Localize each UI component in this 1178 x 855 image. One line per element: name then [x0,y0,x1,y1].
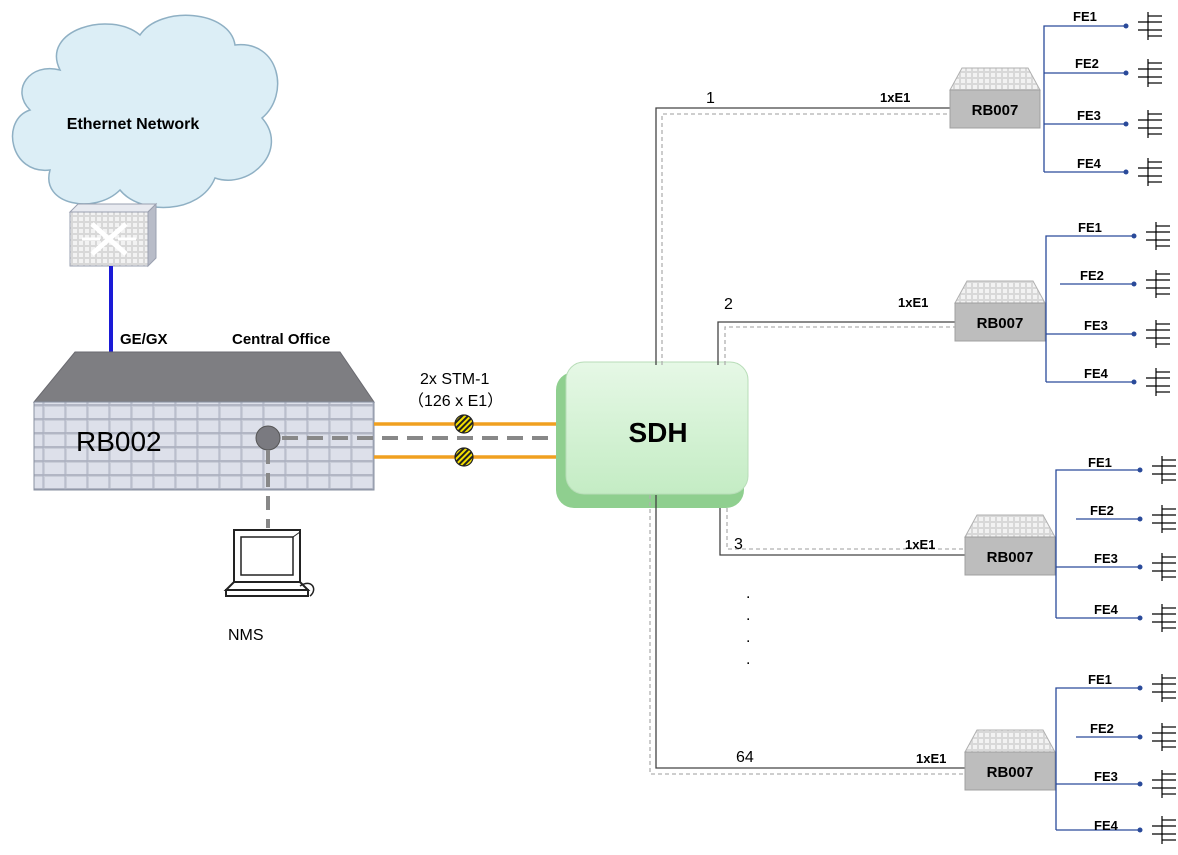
fe-terminal-icon [1137,456,1176,484]
fe-port-label: FE1 [1073,9,1097,24]
fe-terminal-icon [1131,320,1170,348]
fe-terminal-icon [1137,674,1176,702]
fe-terminal-icon [1123,12,1162,40]
rb007-label: RB007 [987,764,1034,781]
fe-port-label: FE2 [1090,721,1114,736]
fe-port-lines [1055,469,1140,619]
ellipsis-dot: . [746,651,750,668]
fe-port-label: FE3 [1084,318,1108,333]
fe-terminal-icon [1131,222,1170,250]
fe-port-label: FE4 [1094,818,1119,833]
ellipsis-dot: . [746,585,750,602]
fe-port-label: FE4 [1094,602,1119,617]
fe-port-label: FE1 [1078,220,1102,235]
fe-port-label: FE2 [1075,56,1099,71]
ethernet-switch-icon [68,202,158,268]
e1-label: 1xE1 [916,751,946,766]
fe-port-label: FE4 [1084,366,1109,381]
fe-port-label: FE1 [1088,672,1112,687]
cloud-label: Ethernet Network [67,116,200,133]
fe-terminal-icon [1137,604,1176,632]
fe-terminal-icon [1131,368,1170,396]
rb007-label: RB007 [977,315,1024,332]
ellipsis-dot: . [746,607,750,624]
fe-port-lines [1055,687,1140,831]
fe-terminal-icon [1137,553,1176,581]
fe-port-lines [1043,25,1126,173]
fe-port-label: FE3 [1077,108,1101,123]
fe-port-label: FE3 [1094,769,1118,784]
fe-terminal-icon [1137,723,1176,751]
link-index-label: 1 [706,90,715,107]
link-index-label: 2 [724,296,733,313]
fe-terminal-icon [1123,110,1162,138]
rb007-label: RB007 [987,549,1034,566]
stm-link-label-line1: 2x STM-1 [420,371,489,388]
sdh-node: SDH [556,361,749,508]
e1-links [649,107,965,775]
e1-label: 1xE1 [905,537,935,552]
central-office-label: Central Office [232,331,330,348]
fe-terminal-icon [1137,770,1176,798]
link-index-label: 3 [734,536,743,553]
fe-endpoints [1123,12,1176,844]
rb002-chassis: RB002 [32,351,375,491]
link-index-label: 64 [736,749,754,766]
fe-port-lines [1045,235,1134,383]
e1-label: 1xE1 [898,295,928,310]
stm-link-label-line2: （126 x E1） [408,392,503,410]
fe-port-label: FE3 [1094,551,1118,566]
fe-terminal-icon [1123,158,1162,186]
fe-terminal-icon [1137,816,1176,844]
fe-terminal-icon [1137,505,1176,533]
rb002-label: RB002 [76,426,162,457]
rb007-unit: RB007 [954,280,1046,342]
fiber-connector-icon [454,447,474,467]
nms-computer-icon [223,529,315,597]
fe-port-label: FE4 [1077,156,1102,171]
rb007-unit: RB007 [964,514,1056,576]
management-port-icon [255,425,281,451]
e1-label: 1xE1 [880,90,910,105]
fiber-connector-icon [454,414,474,434]
ethernet-network-cloud: Ethernet Network [11,14,279,209]
nms-label: NMS [228,627,264,644]
uplink-label: GE/GX [120,331,168,348]
fe-terminal-icon [1131,270,1170,298]
rb007-unit: RB007 [964,729,1056,791]
rb007-label: RB007 [972,102,1019,119]
fe-port-label: FE1 [1088,455,1112,470]
fe-terminal-icon [1123,59,1162,87]
sdh-label: SDH [628,417,687,448]
rb007-unit: RB007 [949,67,1041,129]
fe-port-label: FE2 [1080,268,1104,283]
ellipsis-dot: . [746,629,750,646]
fe-port-label: FE2 [1090,503,1114,518]
